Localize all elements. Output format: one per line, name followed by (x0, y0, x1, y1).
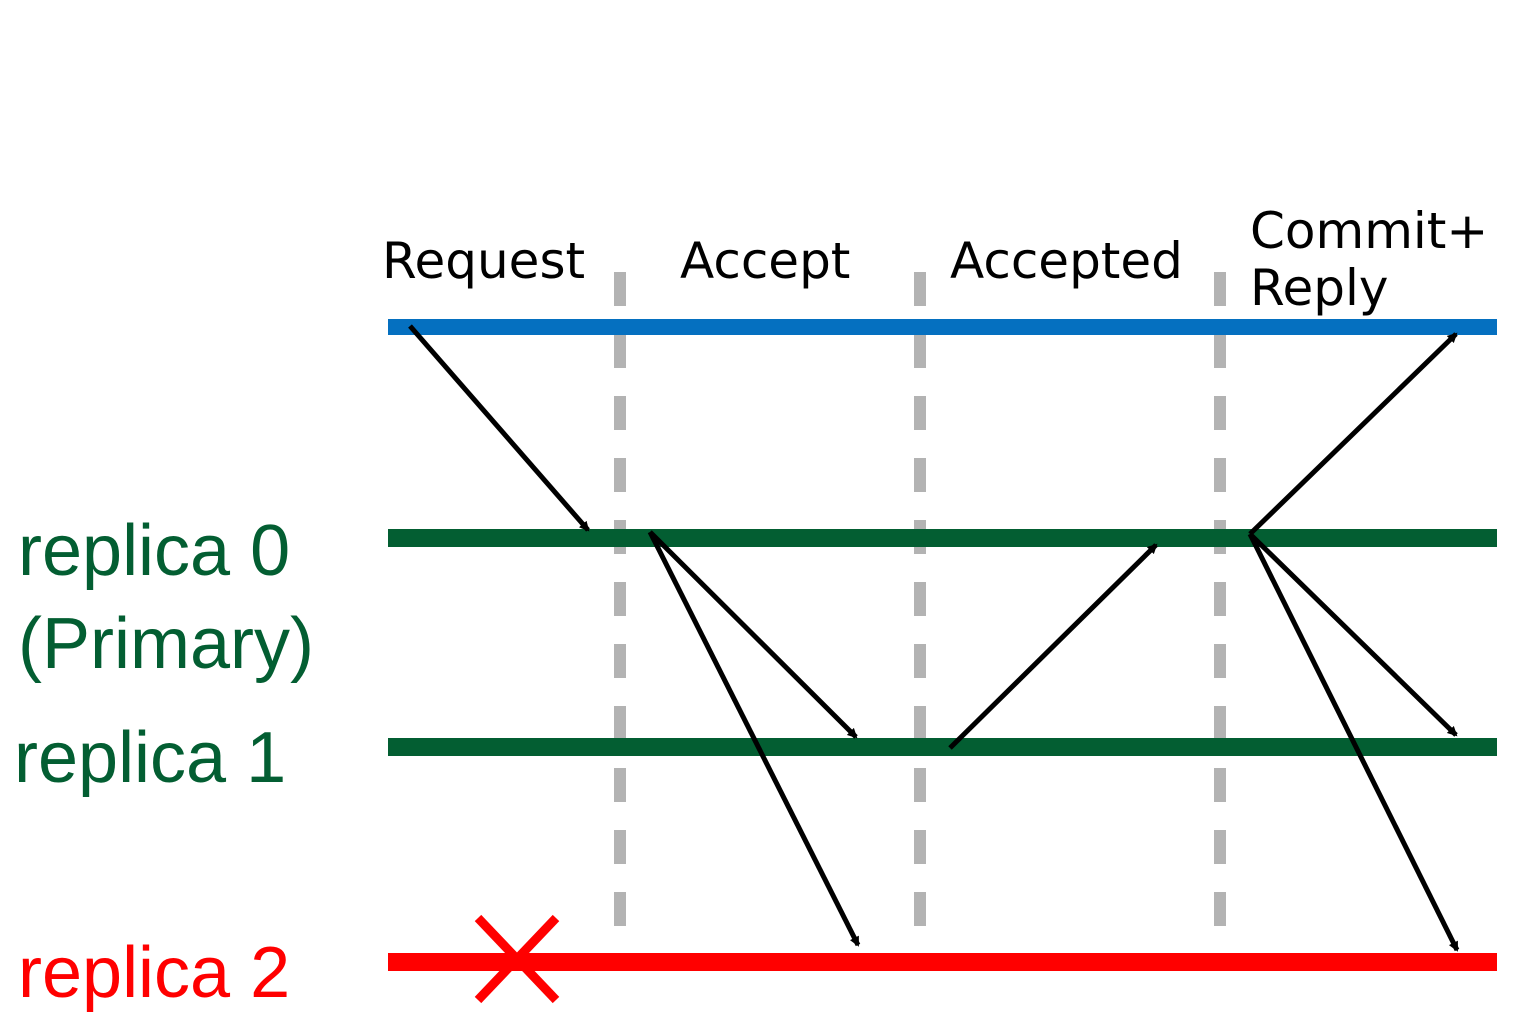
arrow-accepted (948, 543, 1158, 750)
phase-label-accepted: Accepted (950, 232, 1183, 290)
arrow-accept-replica-1 (648, 530, 858, 739)
phase-dividers (614, 272, 1226, 955)
arrow-reply-client (1248, 332, 1458, 536)
arrow-commit-replica-1 (1248, 532, 1458, 737)
arrow-request (408, 324, 590, 532)
phase-label-request: Request (382, 232, 585, 290)
message-arrows (408, 324, 1460, 952)
replica-2-label: replica 2 (18, 933, 290, 1013)
replica-0-label: replica 0 (18, 511, 290, 591)
phase-label-commit: Commit+ (1250, 202, 1488, 260)
replica-1-label: replica 1 (14, 718, 286, 798)
arrow-accept-replica-2 (647, 530, 861, 947)
arrow-commit-replica-2 (1247, 532, 1460, 952)
cross-icon (474, 914, 560, 1004)
replica-0-sublabel: (Primary) (18, 604, 314, 684)
phase-label-reply: Reply (1250, 259, 1388, 317)
phase-label-accept: Accept (680, 232, 850, 290)
